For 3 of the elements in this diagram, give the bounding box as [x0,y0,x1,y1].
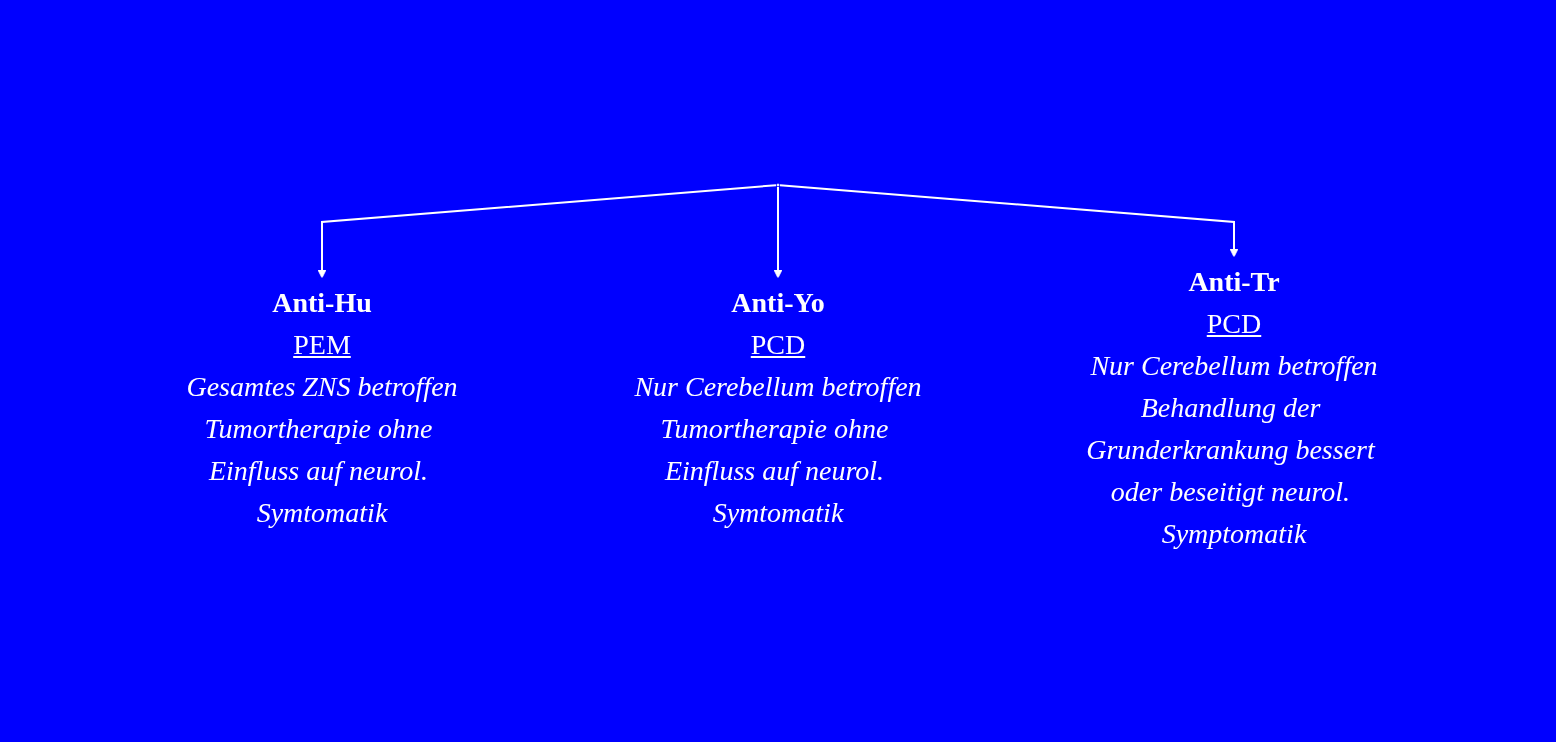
arrow [779,184,1239,258]
arrow [773,186,783,279]
arrow [317,184,777,279]
